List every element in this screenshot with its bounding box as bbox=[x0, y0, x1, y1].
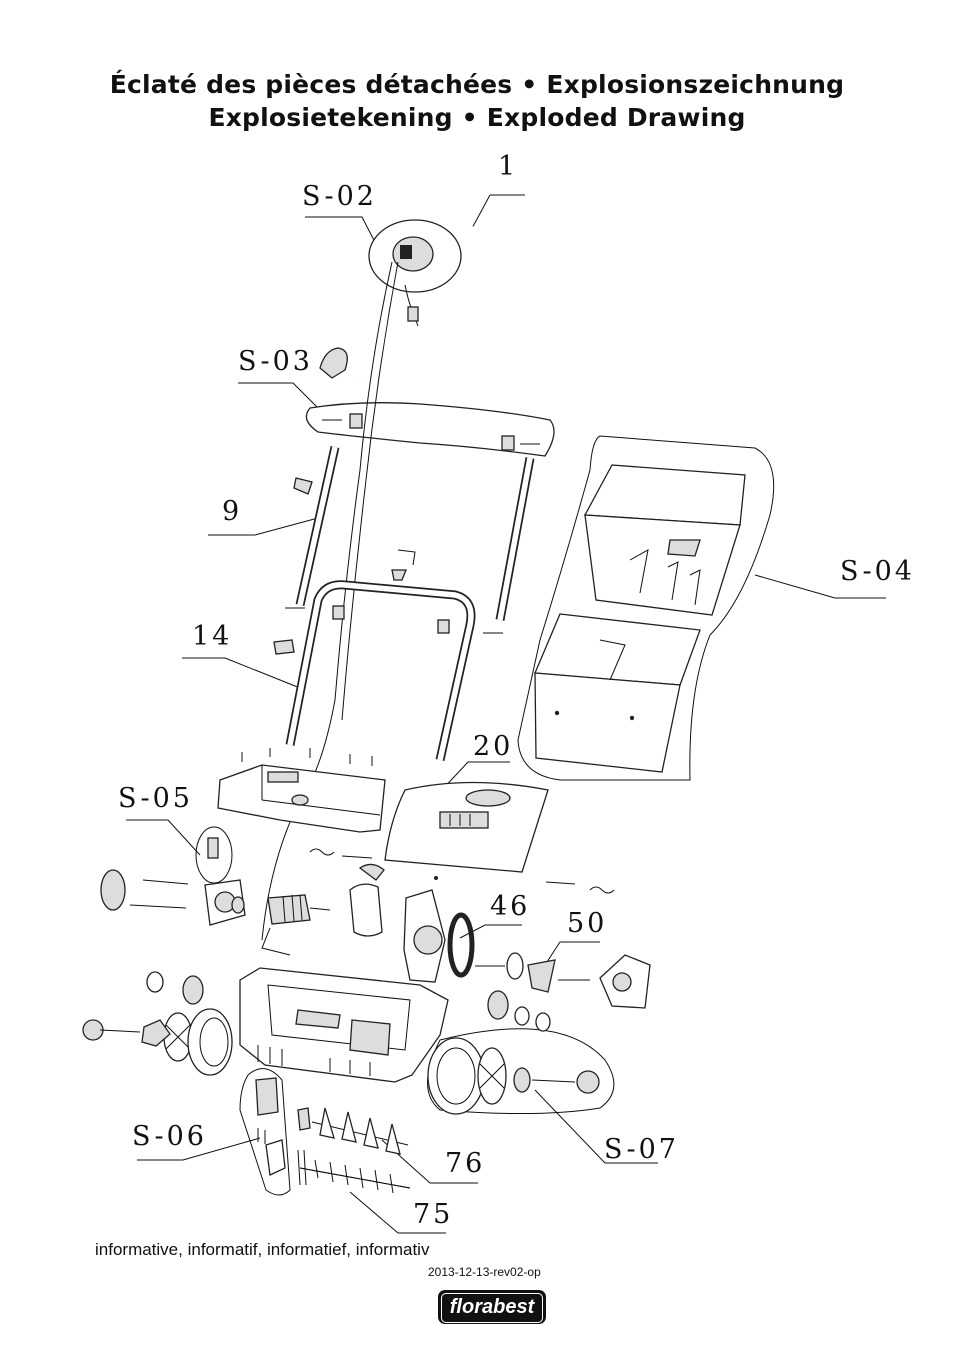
callout-1: 1 bbox=[469, 151, 525, 233]
callout-label-75: 75 bbox=[413, 1199, 453, 1230]
middle-handle bbox=[273, 580, 503, 761]
callout-20: 20 bbox=[439, 731, 513, 793]
motor-cover bbox=[217, 748, 386, 833]
callout-s04: S-04 bbox=[754, 556, 915, 599]
callout-label-50: 50 bbox=[567, 908, 607, 939]
callout-label-s03: S-03 bbox=[238, 346, 313, 377]
lower-tubes bbox=[293, 446, 535, 621]
callout-label-9: 9 bbox=[222, 496, 242, 527]
rear-flap bbox=[384, 781, 549, 873]
callout-46: 46 bbox=[459, 891, 530, 939]
cable-clip bbox=[319, 347, 348, 379]
motor-stator bbox=[349, 863, 385, 937]
callout-label-s05: S-05 bbox=[118, 783, 193, 814]
title-line-2: Explosietekening • Exploded Drawing bbox=[208, 103, 746, 132]
callout-label-s02: S-02 bbox=[302, 181, 377, 212]
callout-s03: S-03 bbox=[238, 346, 319, 409]
tine-roller bbox=[297, 1107, 409, 1155]
callout-label-1: 1 bbox=[498, 151, 518, 182]
revision-code: 2013-12-13-rev02-op bbox=[428, 1265, 541, 1279]
motor-armature bbox=[261, 894, 331, 956]
informative-note: informative, informatif, informatief, in… bbox=[95, 1240, 430, 1259]
callout-label-s07: S-07 bbox=[604, 1134, 679, 1165]
florabest-logo: florabest bbox=[438, 1290, 546, 1324]
callout-50: 50 bbox=[544, 908, 607, 966]
callout-s05: S-05 bbox=[118, 783, 201, 856]
power-cable bbox=[261, 261, 399, 941]
springs-and-pins bbox=[129, 848, 615, 909]
callout-label-s04: S-04 bbox=[840, 556, 915, 587]
callout-s07: S-07 bbox=[534, 1089, 679, 1165]
rear-wheel-s07 bbox=[427, 990, 615, 1115]
gear-housing bbox=[403, 889, 446, 983]
left-wheels bbox=[82, 971, 233, 1076]
callout-76: 76 bbox=[381, 1139, 485, 1184]
callout-s06: S-06 bbox=[132, 1121, 261, 1161]
callout-s02: S-02 bbox=[302, 181, 379, 249]
pulley bbox=[475, 952, 590, 993]
brush-roller bbox=[297, 1149, 411, 1194]
callout-label-46: 46 bbox=[490, 891, 530, 922]
brand-name: florabest bbox=[441, 1293, 543, 1323]
grass-box-s04 bbox=[517, 435, 775, 781]
title-line-1: Éclaté des pièces détachées • Explosions… bbox=[109, 70, 845, 99]
height-adjuster-s06 bbox=[239, 1068, 291, 1196]
callout-9: 9 bbox=[208, 496, 319, 536]
callout-75: 75 bbox=[349, 1191, 453, 1234]
front-axle-s05 bbox=[100, 826, 246, 926]
callout-label-20: 20 bbox=[473, 731, 513, 762]
callout-label-s06: S-06 bbox=[132, 1121, 207, 1152]
callout-14: 14 bbox=[182, 621, 306, 691]
callout-label-14: 14 bbox=[192, 621, 232, 652]
crossbar-s03 bbox=[305, 402, 555, 457]
switch-box-s02 bbox=[368, 219, 462, 327]
side-cover-right bbox=[599, 954, 651, 1009]
callout-label-76: 76 bbox=[445, 1148, 485, 1179]
chassis-deck bbox=[239, 967, 449, 1083]
drive-belt bbox=[447, 912, 475, 978]
